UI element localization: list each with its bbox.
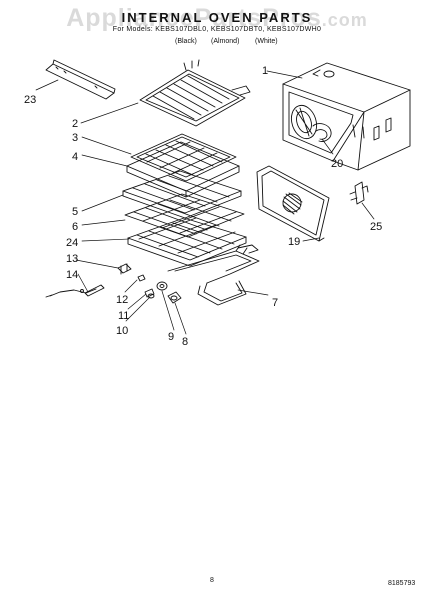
part-3-broiler-grid [130, 133, 237, 182]
callout-9: 9 [168, 331, 174, 343]
callout-5: 5 [72, 206, 78, 218]
part-8-thermostat-knob [167, 291, 182, 304]
part-12-clip [137, 274, 146, 282]
finish-black: (Black) [175, 38, 197, 45]
callout-4: 4 [72, 151, 78, 163]
callout-7: 7 [272, 297, 278, 309]
page-number: 8 [210, 577, 214, 584]
models-line: For Models: KEBS107DBL0, KEBS107DBT0, KE… [112, 26, 322, 33]
finish-almond: (Almond) [211, 38, 240, 45]
part-1-oven-cavity [282, 62, 411, 171]
callout-12: 12 [116, 294, 128, 306]
part-20-convection-element [312, 123, 332, 142]
callout-14: 14 [66, 269, 78, 281]
callout-labels: 1 2 3 4 5 6 7 8 9 10 11 12 13 14 19 20 2… [24, 65, 382, 348]
callout-3: 3 [72, 132, 78, 144]
callout-25: 25 [370, 221, 382, 233]
part-9-spacer [156, 281, 168, 291]
finishes-row: (Black) (Almond) (White) [0, 38, 434, 48]
callout-6: 6 [72, 221, 78, 233]
callout-10: 10 [116, 325, 128, 337]
callout-24: 24 [66, 237, 78, 249]
part-10-nut [147, 293, 155, 299]
callout-2: 2 [72, 118, 78, 130]
part-4-broiler-pan [126, 141, 240, 198]
document-code: 8185793 [388, 580, 416, 587]
part-6-oven-rack [124, 193, 245, 238]
part-25-bracket [349, 181, 369, 205]
callout-11: 11 [118, 310, 129, 322]
callout-20: 20 [331, 158, 343, 170]
part-14-sensor [45, 284, 105, 298]
page-title: INTERNAL OVEN PARTS [121, 10, 313, 25]
part-7-bake-element [167, 244, 260, 306]
finish-white: (White) [255, 38, 278, 45]
leader-lines [35, 70, 375, 335]
part-23-rack-support [45, 59, 116, 100]
callout-1: 1 [262, 65, 268, 77]
callout-13: 13 [66, 253, 78, 265]
callout-8: 8 [182, 336, 188, 348]
callout-23: 23 [24, 94, 36, 106]
part-24-rollout-rack [127, 217, 247, 267]
part-19-fan-cover [256, 165, 330, 242]
part-11-screw [144, 288, 155, 298]
part-13-connector [117, 263, 132, 275]
part-2-broil-element [139, 59, 251, 127]
callout-19: 19 [288, 236, 300, 248]
